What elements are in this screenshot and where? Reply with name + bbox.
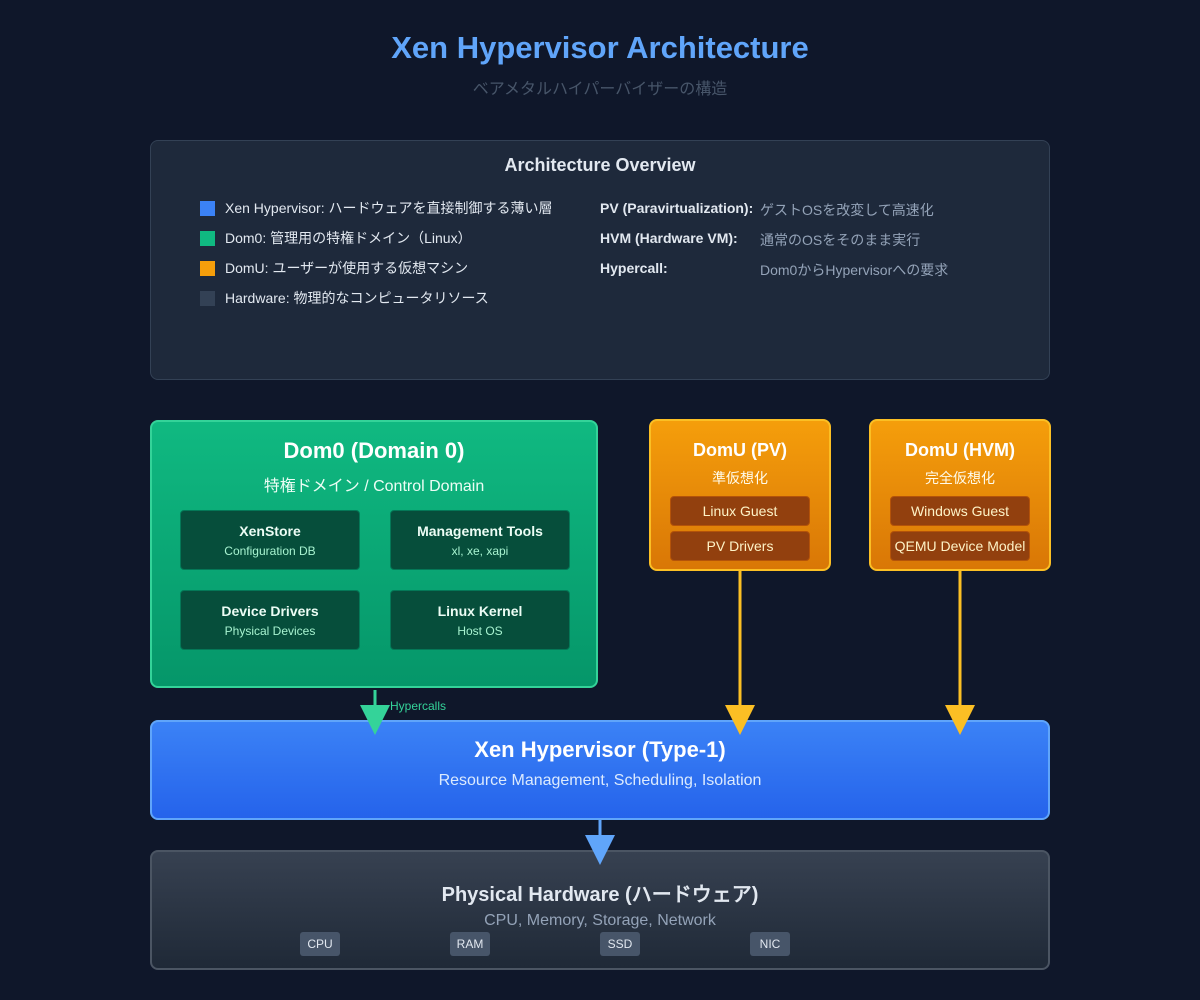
legend-swatch [200, 260, 215, 276]
legend-item-domu: DomU: ユーザーが使用する仮想マシン [200, 258, 468, 278]
hardware-box: Physical Hardware (ハードウェア) CPU, Memory, … [150, 850, 1050, 970]
hardware-subtitle: CPU, Memory, Storage, Network [484, 912, 716, 929]
legend-item-hypervisor: Xen Hypervisor: ハードウェアを直接制御する薄い層 [200, 198, 552, 218]
page-title: Xen Hypervisor Architecture [391, 30, 809, 65]
domu-pv-item-pv-drivers: PV Drivers [670, 531, 810, 561]
legend-label: Xen Hypervisor: ハードウェアを直接制御する薄い層 [225, 200, 553, 216]
overview-panel: Architecture Overview Xen Hypervisor: ハー… [150, 140, 1050, 380]
domu-pv-subtitle: 準仮想化 [712, 470, 768, 486]
term-hvm-desc: 通常のOSをそのまま実行 [760, 232, 921, 248]
card-subtitle: Configuration DB [224, 544, 316, 558]
dom0-subtitle: 特権ドメイン / Control Domain [263, 478, 485, 495]
term-hypercall-desc: Dom0からHypervisorへの要求 [760, 262, 949, 278]
domu-hvm-item-windows-guest: Windows Guest [890, 496, 1030, 526]
hardware-title: Physical Hardware (ハードウェア) [441, 884, 759, 906]
legend-label: DomU: ユーザーが使用する仮想マシン [225, 260, 469, 276]
domu-pv-title: DomU (PV) [693, 440, 787, 460]
dom0-card-linux-kernel: Linux Kernel Host OS [390, 590, 570, 650]
domu-pv-item-linux-guest: Linux Guest [670, 496, 810, 526]
term-pv-desc: ゲストOSを改変して高速化 [760, 202, 934, 218]
legend-label: Hardware: 物理的なコンピュータリソース [225, 290, 489, 306]
card-title: Device Drivers [221, 603, 319, 619]
domu-hvm-item-qemu: QEMU Device Model [890, 531, 1030, 561]
card-subtitle: Physical Devices [224, 624, 316, 638]
domu-hvm-box: DomU (HVM) 完全仮想化 Windows Guest QEMU Devi… [869, 419, 1051, 571]
legend-swatch [200, 200, 215, 216]
dom0-card-management-tools: Management Tools xl, xe, xapi [390, 510, 570, 570]
hypervisor-box: Xen Hypervisor (Type-1) Resource Managem… [150, 720, 1050, 820]
domu-hvm-subtitle: 完全仮想化 [925, 470, 995, 486]
domu-hvm-title: DomU (HVM) [905, 440, 1015, 460]
legend-swatch [200, 290, 215, 306]
dom0-card-xenstore: XenStore Configuration DB [180, 510, 360, 570]
legend-swatch [200, 230, 215, 246]
legend-label: Dom0: 管理用の特権ドメイン（Linux） [225, 230, 472, 246]
dom0-title: Dom0 (Domain 0) [283, 438, 465, 463]
card-title: Linux Kernel [437, 603, 523, 619]
card-subtitle: xl, xe, xapi [451, 544, 509, 558]
hypervisor-subtitle: Resource Management, Scheduling, Isolati… [438, 772, 762, 789]
term-pv: PV (Paravirtualization): [600, 200, 754, 216]
hw-chip-ram: RAM [450, 932, 490, 956]
term-hypercall: Hypercall: [600, 260, 668, 276]
legend-item-hardware: Hardware: 物理的なコンピュータリソース [200, 288, 489, 308]
term-hvm: HVM (Hardware VM): [600, 230, 738, 246]
hypervisor-title: Xen Hypervisor (Type-1) [474, 737, 726, 762]
hw-chip-cpu: CPU [300, 932, 340, 956]
page-subtitle: ベアメタルハイパーバイザーの構造 [472, 81, 728, 98]
arrow-hypervisor-to-hardware [585, 820, 615, 865]
dom0-card-device-drivers: Device Drivers Physical Devices [180, 590, 360, 650]
dom0-box: Dom0 (Domain 0) 特権ドメイン / Control Domain … [150, 420, 598, 688]
overview-title: Architecture Overview [504, 155, 696, 175]
hw-chip-nic: NIC [750, 932, 790, 956]
arrow-domu-pv-to-hypervisor [725, 571, 755, 735]
card-subtitle: Host OS [457, 624, 503, 638]
arrow-dom0-to-hypervisor [360, 690, 390, 735]
arrow-domu-hvm-to-hypervisor [945, 571, 975, 735]
legend-item-dom0: Dom0: 管理用の特権ドメイン（Linux） [200, 228, 472, 248]
hypercalls-label: Hypercalls [390, 699, 446, 713]
domu-pv-box: DomU (PV) 準仮想化 Linux Guest PV Drivers [649, 419, 831, 571]
card-title: Management Tools [417, 523, 543, 539]
hw-chip-ssd: SSD [600, 932, 640, 956]
card-title: XenStore [239, 523, 301, 539]
